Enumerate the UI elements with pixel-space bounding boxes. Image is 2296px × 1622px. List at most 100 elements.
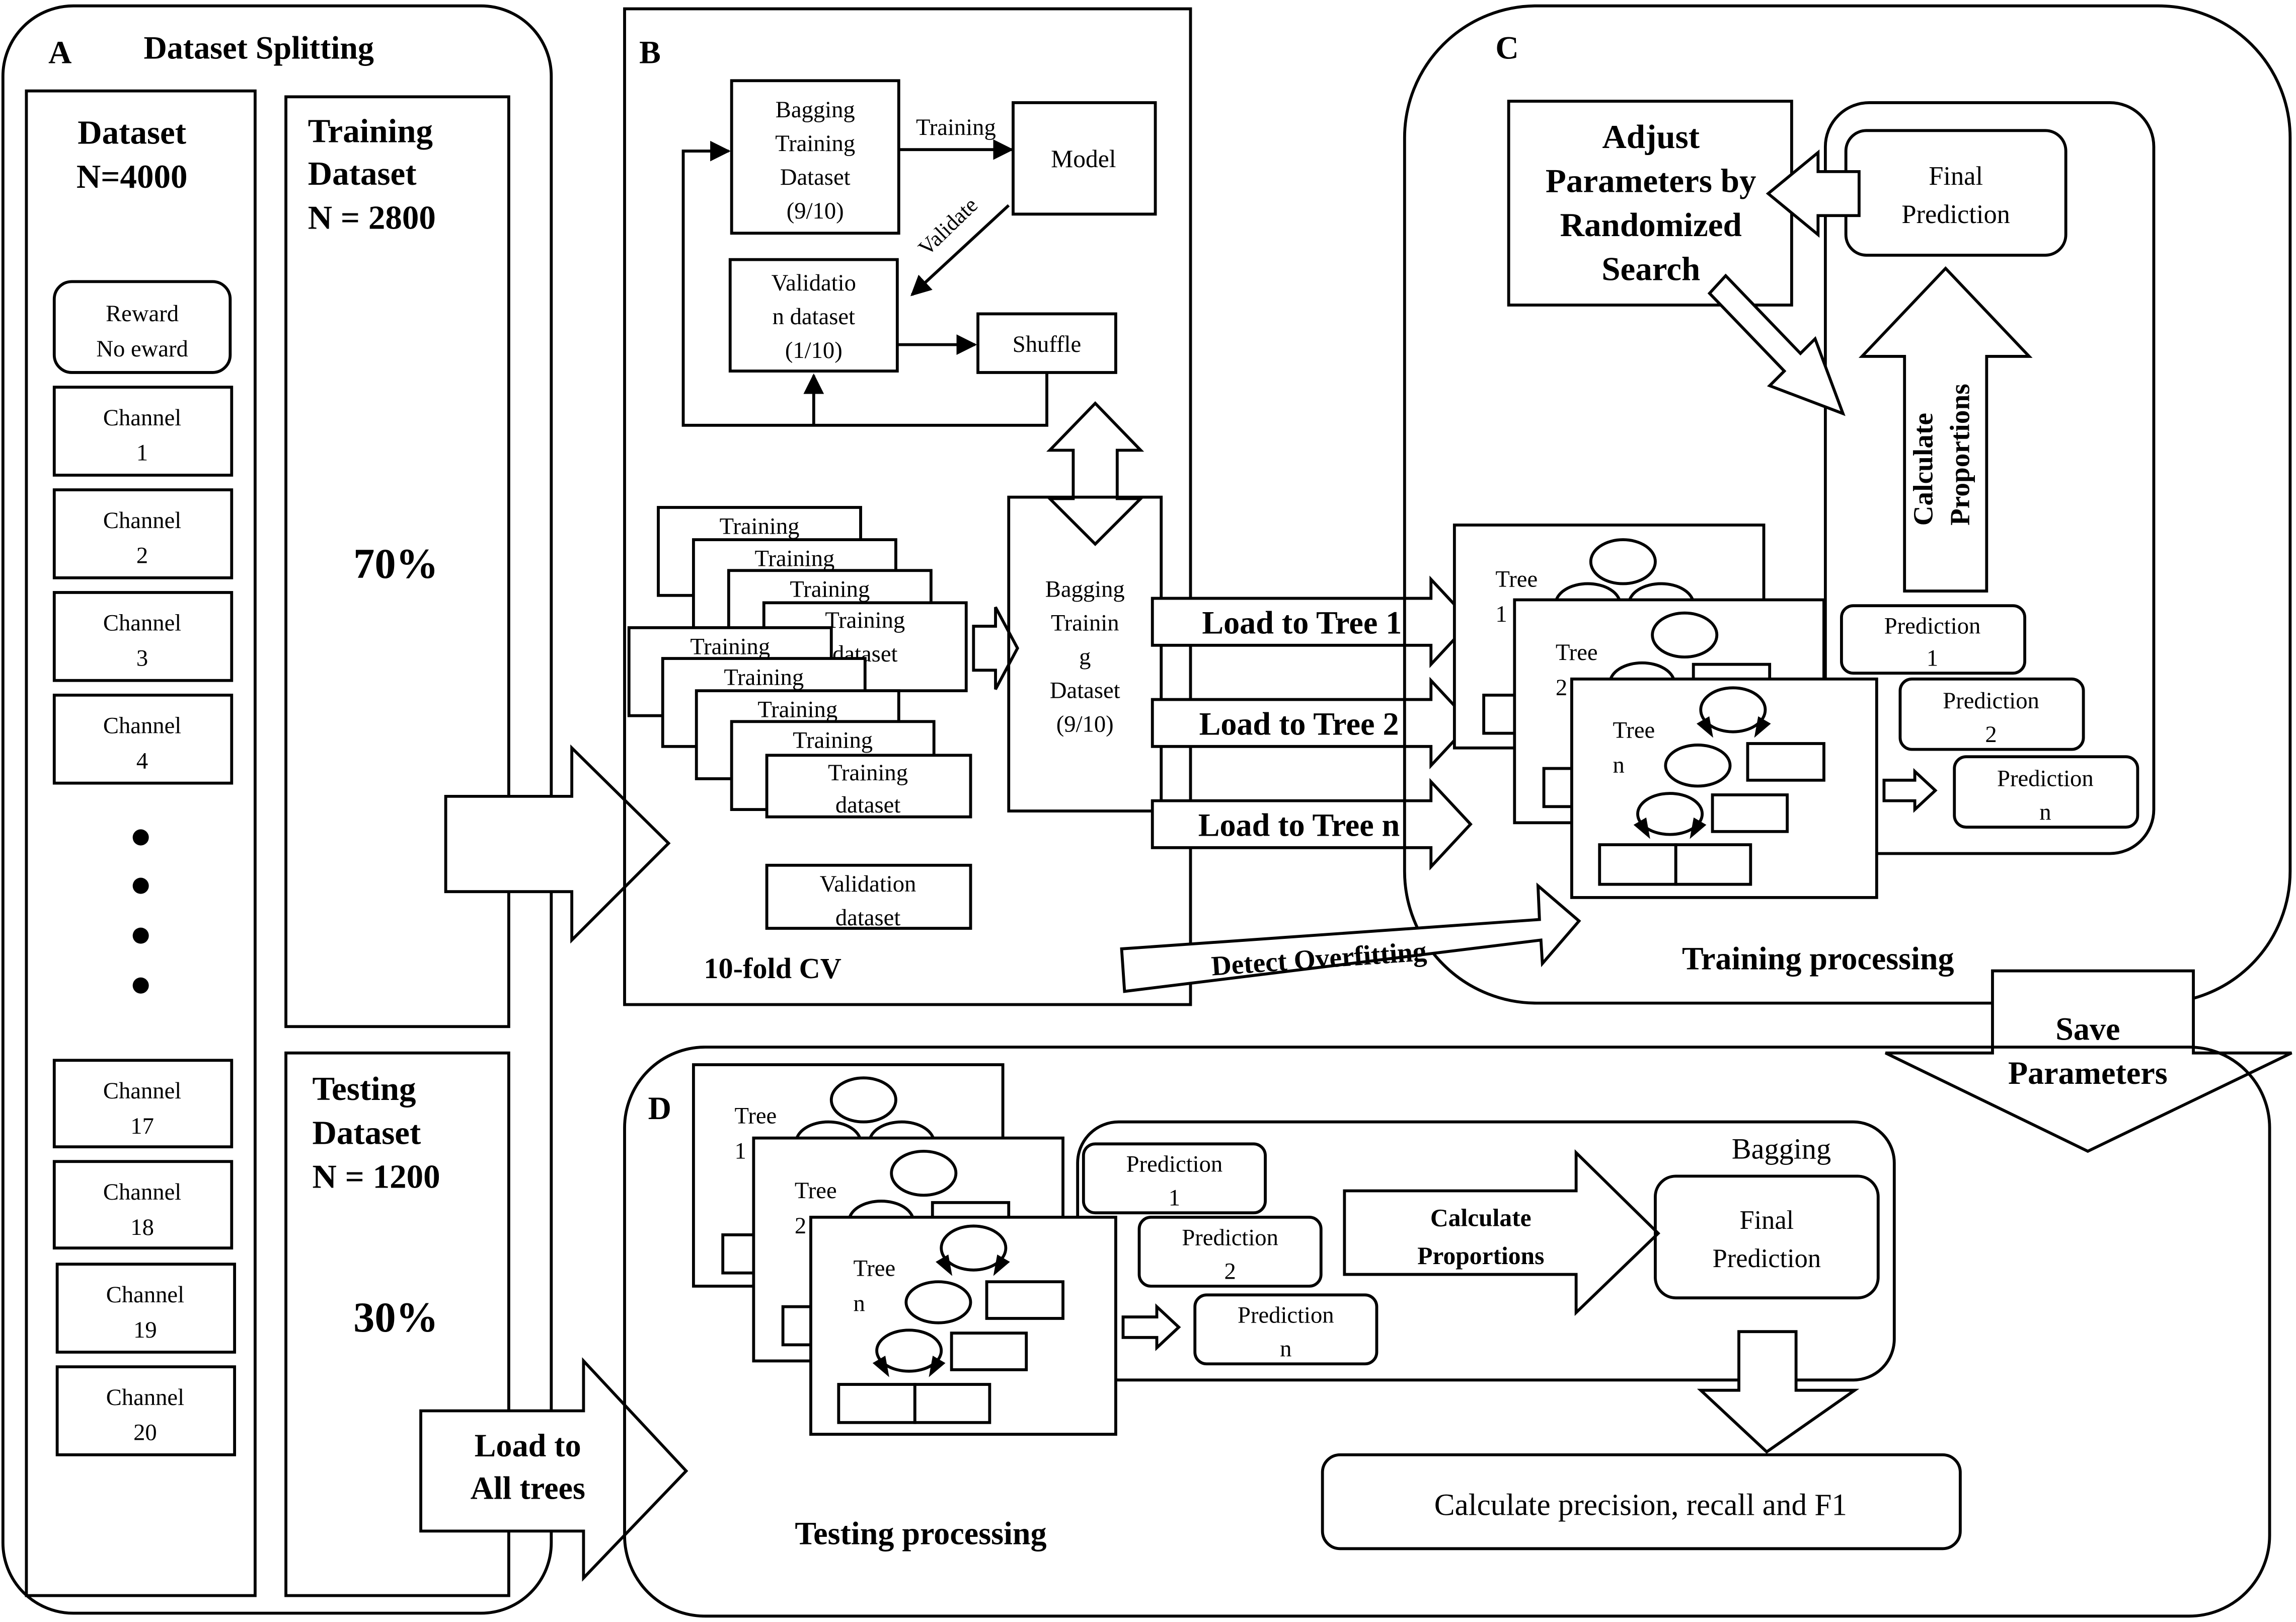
training-fold-label: dataset: [835, 792, 900, 818]
double-vertical-arrow: [1046, 401, 1144, 546]
load-to-tree-2-label: Load to Tree 2: [1199, 706, 1399, 742]
dataset-count: N=4000: [76, 158, 188, 195]
channel-word: Channel: [106, 1384, 184, 1411]
training-fold-label: Training: [790, 576, 870, 603]
tree-leaf: [1598, 843, 1677, 886]
channel-number: 19: [133, 1317, 157, 1343]
test-prediction-box-n: Prediction n: [1193, 1293, 1379, 1366]
training-dataset-line2: Dataset: [308, 155, 417, 192]
prediction-number: 1: [1169, 1185, 1180, 1211]
channel-word: Channel: [106, 1282, 184, 1308]
tree-leaf: [1746, 742, 1825, 782]
testing-dataset-count: N = 1200: [313, 1158, 440, 1196]
tree-node: [1699, 686, 1767, 733]
prediction-number: 1: [1927, 645, 1938, 672]
prediction-word: Prediction: [1126, 1151, 1223, 1177]
training-fold-label: Training: [724, 664, 804, 690]
panel-a: A Dataset Splitting Dataset N=4000 Rewar…: [1, 4, 553, 1615]
adjust-line: Parameters by: [1546, 163, 1756, 200]
channel-box: Channel 3: [52, 591, 234, 682]
bagging-dataset-line: g: [1079, 644, 1091, 670]
channel-number: 4: [136, 748, 148, 774]
adjust-line: Search: [1601, 250, 1700, 287]
channel-number: 3: [136, 645, 148, 672]
tree-node: [904, 1280, 972, 1324]
load-all-trees-line1: Load to: [475, 1428, 581, 1463]
load-to-tree-1-label: Load to Tree 1: [1202, 605, 1402, 641]
validation-line: Validatio: [772, 270, 856, 296]
channel-box: Channel 17: [52, 1059, 234, 1149]
bagging-training-line: (9/10): [787, 198, 844, 224]
tree-word: Tree: [1613, 717, 1655, 743]
tree-node: [1651, 611, 1719, 659]
tree-node: [829, 1076, 897, 1124]
bagging-training-box: Bagging Training Dataset (9/10): [730, 79, 900, 235]
channel-box: Channel 1: [52, 386, 234, 477]
channel-box: Channel 18: [52, 1160, 234, 1250]
load-all-trees-line2: All trees: [471, 1470, 585, 1506]
channel-word: Channel: [103, 1078, 181, 1104]
bagging-dataset-line: Trainin: [1051, 610, 1119, 636]
shuffle-loop-line: [681, 140, 1048, 427]
prediction-number: n: [1280, 1336, 1291, 1362]
panel-c: C Adjust Parameters by Randomized Search…: [1403, 4, 2292, 1005]
prediction-number: n: [2039, 799, 2051, 825]
calc-line: Proportions: [1944, 384, 1975, 526]
prediction-number: 2: [1224, 1258, 1236, 1284]
training-caption: Training processing: [1682, 941, 1954, 977]
prediction-word: Prediction: [1238, 1302, 1334, 1329]
channel-number: 20: [133, 1420, 157, 1446]
channel-word: Channel: [103, 713, 181, 739]
tree-word: Tree: [1495, 566, 1538, 592]
adjust-to-calc-arrow: [1707, 273, 1846, 416]
calc-line: Calculate: [1430, 1204, 1532, 1231]
tree-card-n: Tree n: [1570, 677, 1878, 899]
inner-training-frame: [1823, 101, 2156, 855]
dataset-title: Dataset: [78, 114, 187, 152]
no-reward-label: No eward: [96, 336, 188, 362]
training-arrow-label: Training: [916, 114, 996, 140]
bagging-training-line: Dataset: [780, 164, 851, 190]
save-line: Parameters: [2008, 1055, 2168, 1091]
final-to-adjust-arrow: [1766, 149, 1861, 238]
tree-node: [1636, 792, 1704, 836]
final-prediction-line: Final: [1739, 1206, 1794, 1235]
panel-c-letter: C: [1495, 30, 1518, 66]
model-label: Model: [1051, 145, 1116, 173]
prediction-word: Prediction: [1884, 613, 1981, 639]
panel-d-frame: [623, 1046, 2271, 1618]
final-to-metrics-arrow: [1697, 1330, 1860, 1454]
tree-word: Tree: [853, 1255, 895, 1281]
shuffle-label: Shuffle: [1013, 331, 1081, 357]
load-to-tree-n-arrow: Load to Tree n: [1151, 778, 1473, 871]
testing-dataset-line1: Testing: [313, 1070, 416, 1108]
prediction-box-2: Prediction 2: [1898, 677, 2085, 751]
channel-number: 1: [136, 440, 148, 466]
tree-node: [1589, 538, 1657, 585]
prediction-word: Prediction: [1997, 765, 2094, 791]
tree-leaf: [950, 1332, 1028, 1371]
model-box: [1012, 101, 1157, 216]
save-parameters-arrow: Save Parameters: [1885, 969, 2292, 1153]
panel-b: B Bagging Training Dataset (9/10) Traini…: [623, 7, 1192, 1006]
split-to-cv-arrow: [444, 744, 671, 944]
cv-label: 10-fold CV: [704, 952, 841, 985]
testing-dataset-box: [284, 1051, 510, 1597]
validation-line: (1/10): [785, 337, 843, 363]
channel-number: 18: [130, 1214, 154, 1240]
channel-word: Channel: [103, 1179, 181, 1205]
training-fold-label: Training: [690, 633, 770, 659]
channel-box: Channel 4: [52, 693, 234, 785]
test-prediction-box-1: Prediction 1: [1082, 1142, 1267, 1215]
channel-word: Channel: [103, 507, 181, 534]
training-fold-label: Training: [755, 546, 835, 572]
testing-caption: Testing processing: [795, 1516, 1046, 1552]
bagging-dataset-line: Dataset: [1050, 678, 1120, 704]
panel-a-title: Dataset Splitting: [143, 30, 373, 66]
training-fold-label: Training: [828, 760, 908, 786]
tree-node: [890, 1149, 958, 1197]
calc-line: Proportions: [1417, 1242, 1544, 1270]
tree-node: [940, 1224, 1008, 1272]
training-fold-label: Training: [720, 513, 800, 539]
bagging-dataset-box: Bagging Trainin g Dataset (9/10): [1007, 495, 1163, 813]
